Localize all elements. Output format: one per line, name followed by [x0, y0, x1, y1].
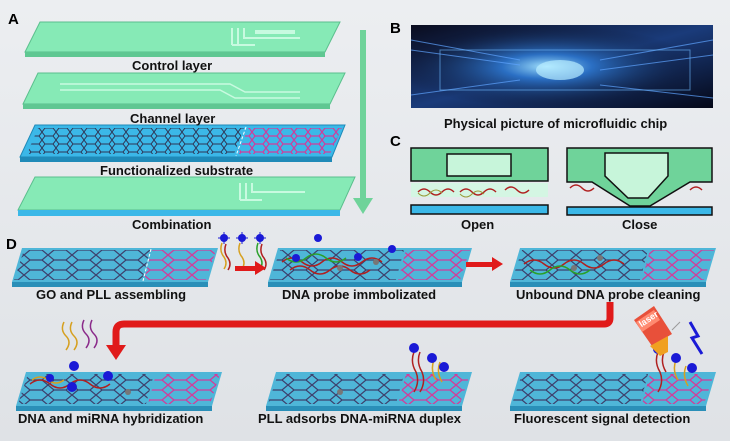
label-close: Close: [622, 217, 658, 232]
label-step-2: DNA probe immbolizated: [282, 287, 437, 302]
step-arrow-3: [106, 302, 614, 360]
panel-a-assembly-arrow: [353, 30, 373, 214]
label-step-6: Fluorescent signal detection: [514, 411, 691, 426]
chip-step-2: [268, 234, 472, 287]
panel-a-combination: [17, 176, 356, 216]
mirna-strands: [61, 319, 98, 351]
dna-probes-incoming: [218, 232, 267, 271]
panel-d-letter: D: [6, 236, 17, 253]
label-physical-picture: Physical picture of microfluidic chip: [444, 116, 668, 131]
label-functionalized-substrate: Functionalized substrate: [100, 163, 254, 178]
panel-c-letter: C: [390, 133, 401, 150]
panel-b-chip-photo: [410, 25, 714, 108]
panel-c-open-valve: [410, 147, 549, 215]
chip-step-6: [510, 344, 716, 411]
chip-step-5: [266, 343, 472, 411]
label-step-3: Unbound DNA probe cleaning: [516, 287, 701, 302]
label-open: Open: [461, 217, 495, 232]
label-channel-layer: Channel layer: [130, 111, 216, 126]
label-step-5: PLL adsorbs DNA-miRNA duplex: [258, 411, 461, 426]
label-combination: Combination: [132, 217, 212, 232]
panel-a-letter: A: [8, 11, 19, 28]
chip-step-4: [16, 361, 222, 411]
panel-a-functionalized-substrate: [19, 124, 346, 162]
panel-a-channel-layer: [22, 72, 346, 109]
laser-beam: [634, 306, 704, 356]
panel-c-closed-valve: [566, 147, 713, 216]
step-arrow-1: [235, 261, 266, 275]
panel-b-letter: B: [390, 20, 401, 37]
label-step-1: GO and PLL assembling: [36, 287, 187, 302]
step-arrow-2: [466, 257, 503, 271]
chip-step-1: [12, 248, 218, 287]
chip-step-3: [510, 248, 716, 287]
label-step-4: DNA and miRNA hybridization: [18, 411, 204, 426]
label-control-layer: Control layer: [132, 58, 213, 73]
panel-a-control-layer: [24, 21, 341, 57]
